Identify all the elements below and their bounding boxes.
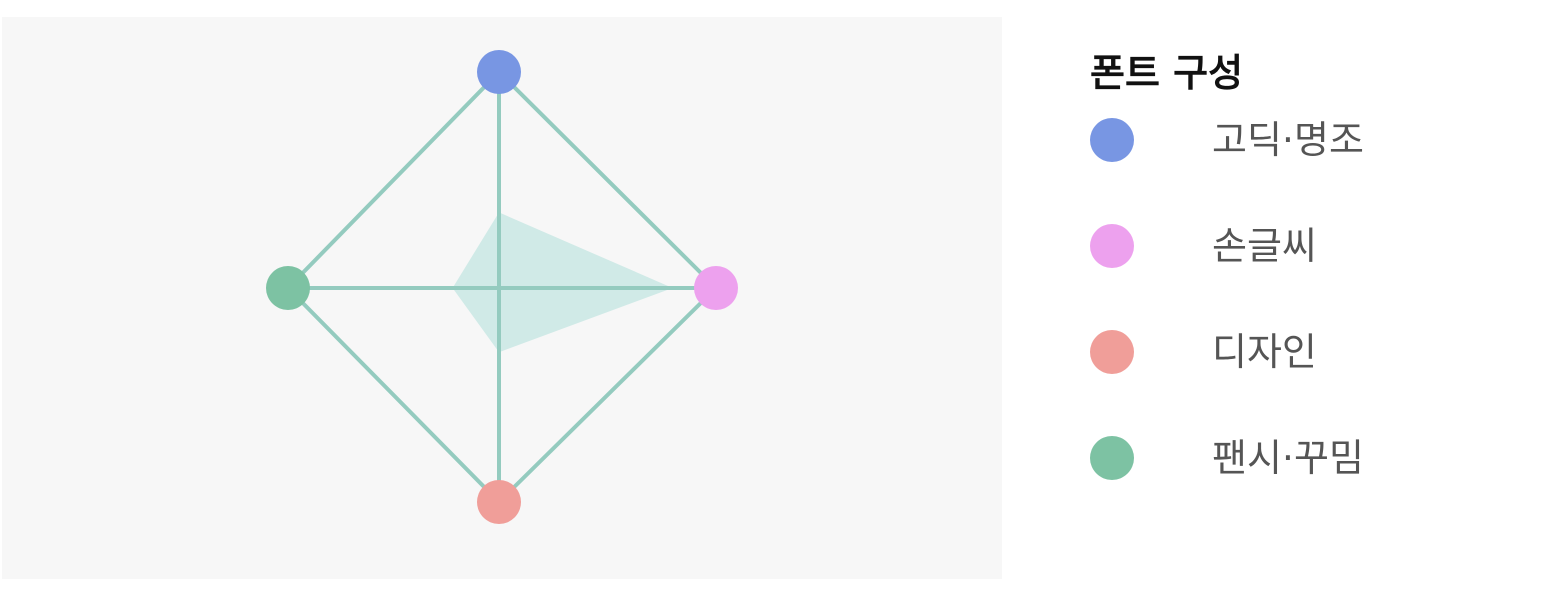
axis-marker: [694, 266, 738, 310]
legend-label: 손글씨: [1212, 224, 1317, 268]
axis-marker: [477, 480, 521, 524]
legend-item-handwriting: 손글씨: [1090, 224, 1550, 330]
legend-dot: [1090, 224, 1134, 268]
legend-label: 디자인: [1212, 330, 1317, 374]
legend-item-design: 디자인: [1090, 330, 1550, 436]
legend-label: 팬시·꾸밈: [1212, 436, 1364, 480]
legend: 폰트 구성 고딕·명조 손글씨 디자인 팬시·꾸밈: [1090, 44, 1550, 542]
chart-panel: [2, 17, 1002, 579]
legend-dot: [1090, 118, 1134, 162]
legend-dot: [1090, 330, 1134, 374]
axis-marker: [477, 50, 521, 94]
axis-marker: [266, 266, 310, 310]
value-area: [452, 212, 673, 353]
legend-title: 폰트 구성: [1090, 51, 1244, 95]
radar-chart: [266, 50, 738, 524]
legend-item-fancy-decorative: 팬시·꾸밈: [1090, 436, 1550, 542]
legend-dot: [1090, 436, 1134, 480]
legend-label: 고딕·명조: [1212, 118, 1364, 162]
legend-item-gothic-myeongjo: 고딕·명조: [1090, 118, 1550, 224]
